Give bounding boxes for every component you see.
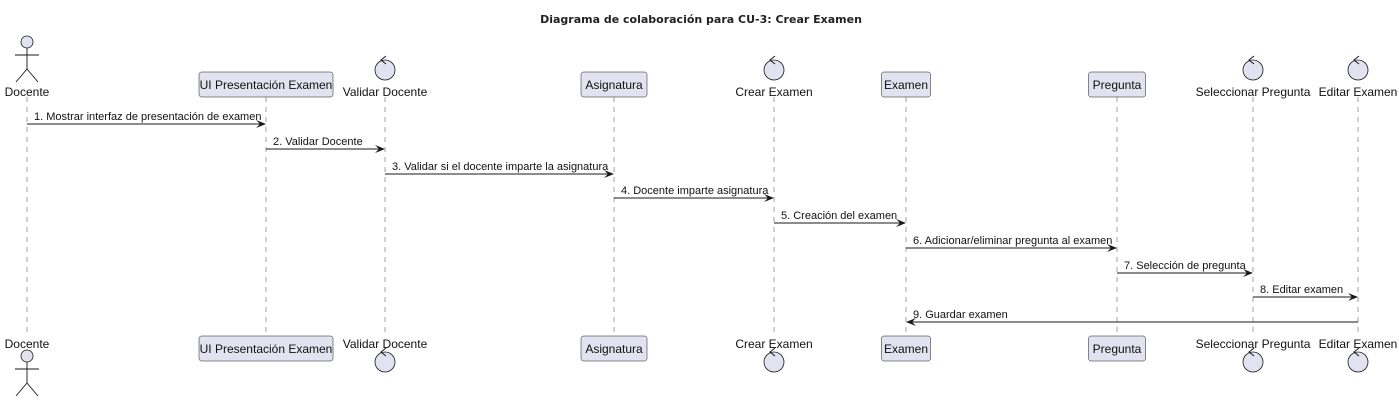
message-9: 9. Guardar examen — [906, 309, 1358, 326]
participant-label: Examen — [884, 342, 928, 356]
control-arrow-icon — [1353, 347, 1360, 357]
message-label: 7. Selección de pregunta — [1124, 260, 1247, 272]
participant-label: UI Presentación Examen — [200, 342, 333, 356]
message-label: 1. Mostrar interfaz de presentación de e… — [34, 111, 261, 123]
control-icon — [763, 351, 785, 373]
arrowhead-icon — [764, 194, 774, 202]
participant-box — [1088, 71, 1146, 98]
participant-box — [1088, 335, 1146, 362]
participant-box — [881, 335, 931, 362]
participant-pregunta-top: Pregunta — [1088, 71, 1146, 98]
arrowhead-icon — [1107, 244, 1117, 252]
lifelines — [26, 97, 1359, 336]
participant-docente-bottom: Docente — [5, 337, 50, 397]
participant-validar-top: Validar Docente — [343, 55, 428, 99]
message-8: 8. Editar examen — [1253, 284, 1358, 301]
control-icon — [763, 59, 785, 81]
control-arrow-icon — [380, 347, 387, 357]
participant-asignatura-bottom: Asignatura — [580, 335, 648, 362]
participant-docente-top: Docente — [5, 35, 50, 99]
participant-label: Editar Examen — [1319, 85, 1398, 99]
control-arrow-icon — [1248, 347, 1255, 357]
arrowhead-icon — [1243, 269, 1253, 277]
participant-seleccionar-top: Seleccionar Pregunta — [1196, 55, 1311, 99]
arrowhead-icon — [604, 170, 614, 178]
participant-label: Pregunta — [1093, 78, 1142, 92]
participant-examen-bottom: Examen — [881, 335, 931, 362]
messages: 1. Mostrar interfaz de presentación de e… — [27, 111, 1358, 326]
control-arrow-icon — [769, 347, 776, 357]
participant-box — [580, 71, 648, 98]
message-label: 9. Guardar examen — [913, 309, 1008, 321]
arrowhead-icon — [896, 219, 906, 227]
message-6: 6. Adicionar/eliminar pregunta al examen — [906, 235, 1117, 252]
message-label: 6. Adicionar/eliminar pregunta al examen — [913, 235, 1112, 247]
control-arrow-icon — [1353, 55, 1360, 65]
participant-label: Pregunta — [1093, 342, 1142, 356]
message-2: 2. Validar Docente — [266, 136, 385, 153]
participant-box — [580, 335, 648, 362]
control-icon — [1347, 59, 1369, 81]
participant-asignatura-top: Asignatura — [580, 71, 648, 98]
arrowhead-icon — [906, 318, 916, 326]
participant-label: Seleccionar Pregunta — [1196, 85, 1311, 99]
participant-label: UI Presentación Examen — [200, 78, 333, 92]
message-1: 1. Mostrar interfaz de presentación de e… — [27, 111, 266, 128]
message-7: 7. Selección de pregunta — [1117, 260, 1253, 277]
participant-label: Validar Docente — [343, 85, 428, 99]
message-label: 2. Validar Docente — [273, 136, 363, 148]
actor-icon — [15, 35, 39, 83]
participant-label: Editar Examen — [1319, 337, 1398, 351]
participant-ui-top: UI Presentación Examen — [198, 71, 334, 98]
participant-label: Crear Examen — [735, 85, 812, 99]
participant-label: Validar Docente — [343, 337, 428, 351]
participant-box — [198, 335, 334, 362]
message-label: 5. Creación del examen — [781, 210, 897, 222]
control-icon — [1242, 59, 1264, 81]
control-arrow-icon — [1248, 55, 1255, 65]
participant-label: Docente — [5, 85, 50, 99]
arrowhead-icon — [256, 120, 266, 128]
diagram-title: Diagrama de colaboración para CU-3: Crea… — [540, 13, 862, 26]
message-4: 4. Docente imparte asignatura — [614, 185, 774, 202]
participant-examen-top: Examen — [881, 71, 931, 98]
participant-crear-bottom: Crear Examen — [735, 337, 813, 373]
control-arrow-icon — [769, 55, 776, 65]
participant-editar-top: Editar Examen — [1319, 55, 1398, 99]
message-label: 8. Editar examen — [1260, 284, 1343, 296]
participant-validar-bottom: Validar Docente — [343, 337, 428, 373]
participant-seleccionar-bottom: Seleccionar Pregunta — [1196, 337, 1311, 373]
control-icon — [374, 59, 396, 81]
message-label: 3. Validar si el docente imparte la asig… — [392, 161, 609, 173]
control-icon — [374, 351, 396, 373]
control-icon — [1242, 351, 1264, 373]
arrowhead-icon — [375, 145, 385, 153]
participant-label: Asignatura — [585, 342, 643, 356]
participant-pregunta-bottom: Pregunta — [1088, 335, 1146, 362]
message-3: 3. Validar si el docente imparte la asig… — [385, 161, 614, 178]
message-label: 4. Docente imparte asignatura — [621, 185, 769, 197]
participant-ui-bottom: UI Presentación Examen — [198, 335, 334, 362]
participant-box — [198, 71, 334, 98]
arrowhead-icon — [1348, 293, 1358, 301]
control-arrow-icon — [380, 55, 387, 65]
participant-editar-bottom: Editar Examen — [1319, 337, 1398, 373]
participant-label: Examen — [884, 78, 928, 92]
message-5: 5. Creación del examen — [774, 210, 906, 227]
actor-icon — [15, 349, 39, 397]
participant-label: Seleccionar Pregunta — [1196, 337, 1311, 351]
participant-crear-top: Crear Examen — [735, 55, 813, 99]
participant-box — [881, 71, 931, 98]
participant-label: Crear Examen — [735, 337, 812, 351]
control-icon — [1347, 351, 1369, 373]
participant-label: Asignatura — [585, 78, 643, 92]
participant-label: Docente — [5, 337, 50, 351]
